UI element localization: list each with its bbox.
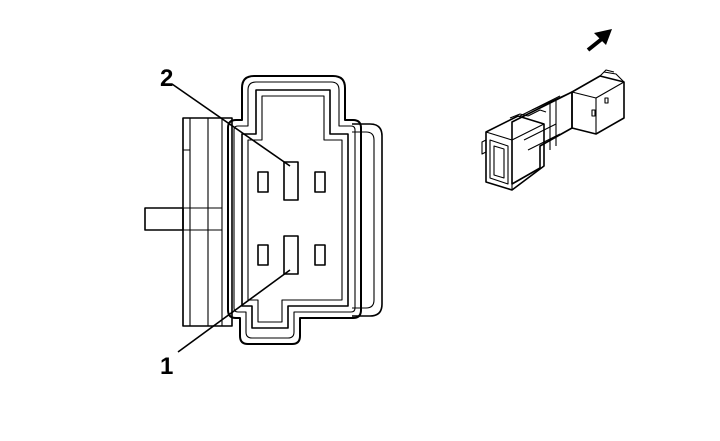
side-latch — [144, 117, 233, 327]
callout-label-2: 2 — [160, 65, 173, 92]
callout-2: 2 — [160, 65, 291, 167]
connector-face-view — [144, 75, 383, 345]
housing-outer — [227, 75, 362, 345]
upper-terminal — [283, 161, 299, 201]
lower-terminal-row — [257, 235, 326, 275]
arrow-up-right-icon — [586, 29, 612, 52]
upper-terminal-row — [257, 161, 326, 201]
housing-inner-rim — [233, 81, 356, 339]
lower-terminal — [283, 235, 299, 275]
callout-label-1: 1 — [160, 353, 173, 380]
connector-isometric-icon — [481, 69, 625, 191]
callout-1: 1 — [160, 269, 291, 380]
terminal-cavity-edge — [247, 95, 343, 323]
terminal-cavity — [241, 89, 349, 329]
right-flange — [352, 123, 383, 317]
